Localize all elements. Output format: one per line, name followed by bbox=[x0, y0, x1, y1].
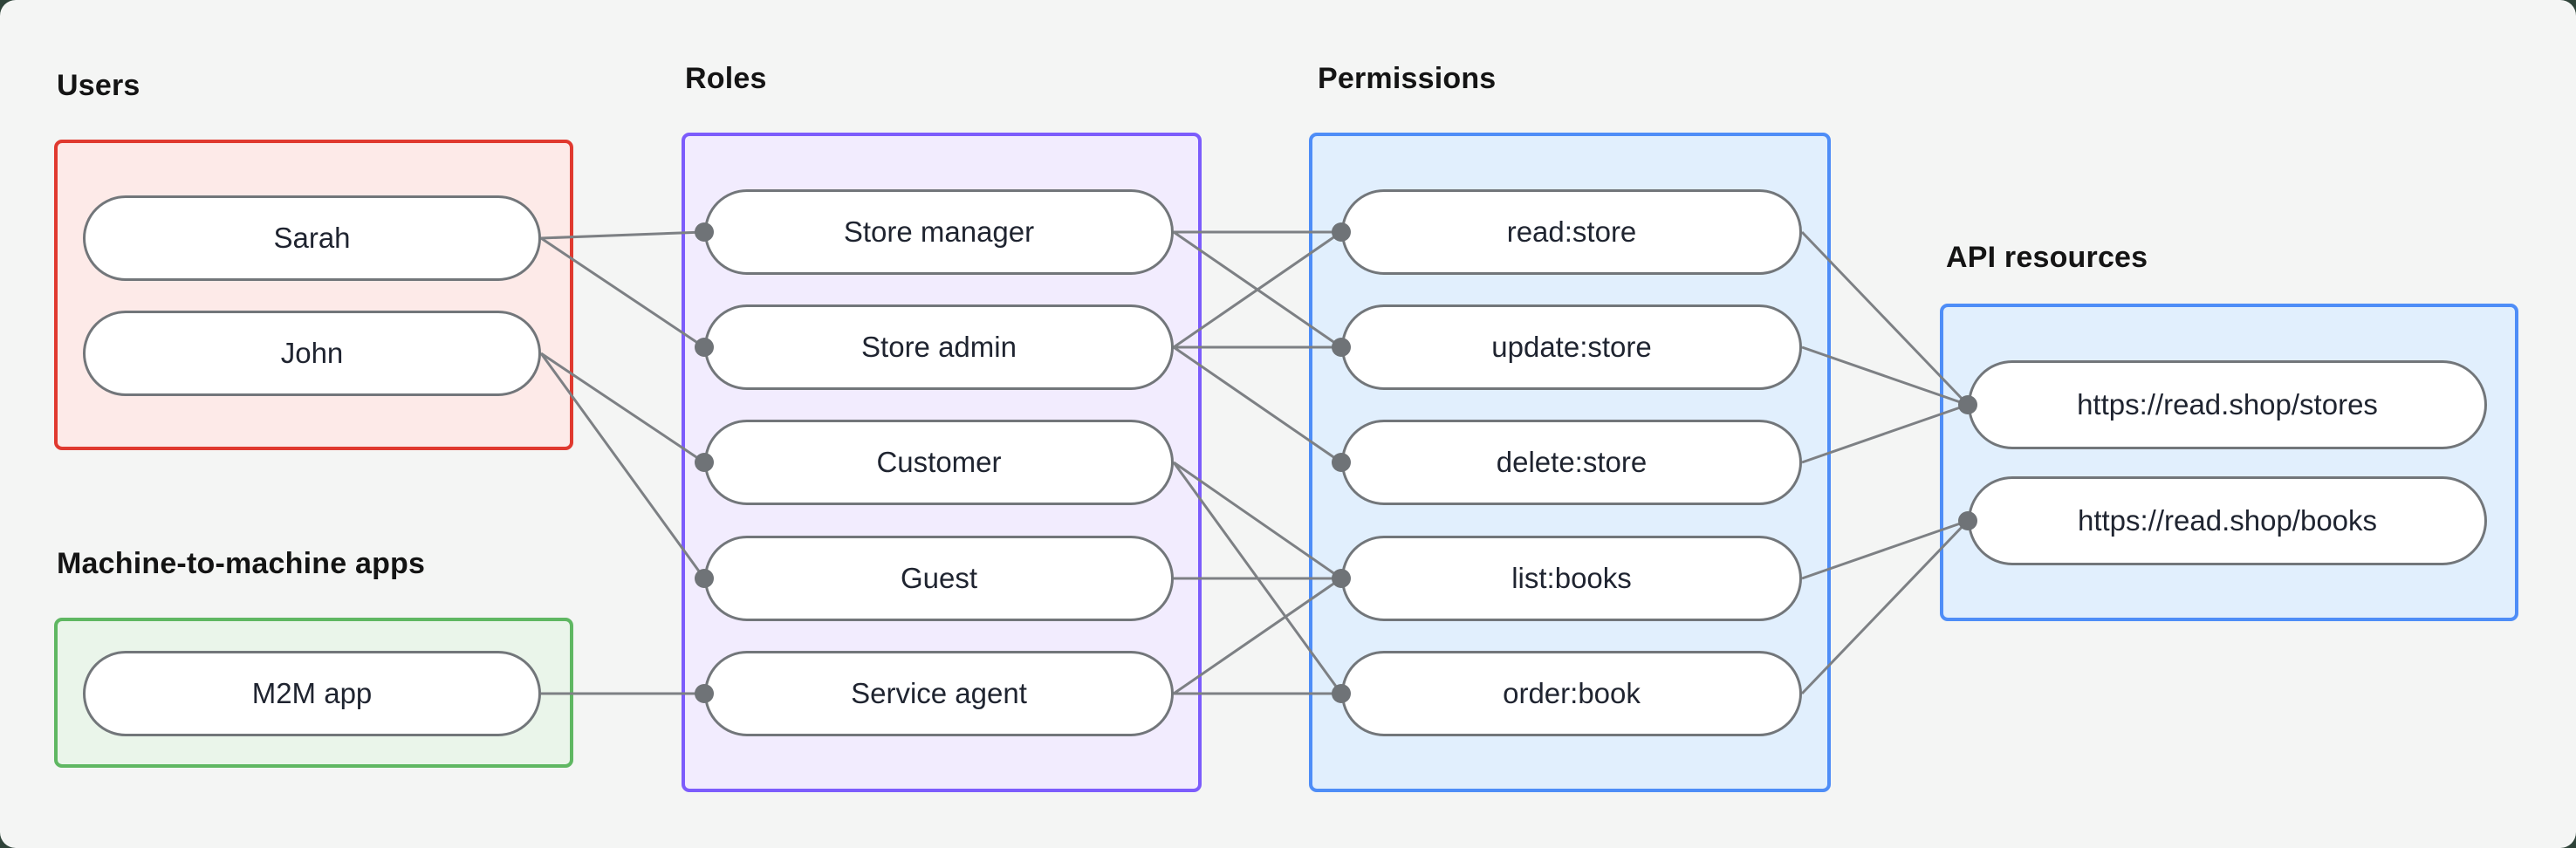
edge-john-to-guest bbox=[539, 352, 706, 579]
users-group-box bbox=[54, 140, 573, 450]
dot-read-store bbox=[1332, 222, 1351, 242]
node-books-api: https://read.shop/books bbox=[1968, 476, 2487, 565]
dot-order-book bbox=[1332, 684, 1351, 703]
node-store-manager: Store manager bbox=[704, 189, 1174, 275]
users-group-label: Users bbox=[57, 69, 140, 102]
node-stores-api: https://read.shop/stores bbox=[1968, 360, 2487, 449]
edge-list-books-to-books-api bbox=[1801, 519, 1969, 580]
dot-delete-store bbox=[1332, 453, 1351, 472]
edge-sarah-to-store-manager bbox=[540, 230, 705, 240]
node-customer: Customer bbox=[704, 420, 1174, 505]
node-read-store: read:store bbox=[1341, 189, 1802, 275]
dot-update-store bbox=[1332, 338, 1351, 357]
edge-sarah-to-store-admin bbox=[540, 236, 705, 349]
node-order-book: order:book bbox=[1341, 651, 1802, 736]
roles-group-label: Roles bbox=[685, 62, 767, 95]
m2m-group-label: Machine-to-machine apps bbox=[57, 547, 426, 580]
node-john: John bbox=[83, 311, 541, 396]
node-m2m-app: M2M app bbox=[83, 651, 541, 736]
dot-guest bbox=[695, 569, 714, 588]
api-group-label: API resources bbox=[1946, 241, 2148, 274]
node-store-admin: Store admin bbox=[704, 304, 1174, 390]
dot-service-agent bbox=[695, 684, 714, 703]
node-service-agent: Service agent bbox=[704, 651, 1174, 736]
edge-delete-store-to-stores-api bbox=[1801, 403, 1969, 464]
node-update-store: update:store bbox=[1341, 304, 1802, 390]
edge-customer-to-list-books bbox=[1173, 461, 1342, 580]
dot-list-books bbox=[1332, 569, 1351, 588]
dot-books-api bbox=[1958, 511, 1977, 530]
edge-order-book-to-books-api bbox=[1800, 519, 1970, 695]
node-list-books: list:books bbox=[1341, 536, 1802, 621]
permissions-group-label: Permissions bbox=[1318, 62, 1497, 95]
edge-read-store-to-stores-api bbox=[1800, 230, 1970, 407]
edge-update-store-to-stores-api bbox=[1801, 345, 1969, 407]
dot-store-admin bbox=[695, 338, 714, 357]
edge-store-admin-to-delete-store bbox=[1173, 345, 1342, 464]
node-guest: Guest bbox=[704, 536, 1174, 621]
node-sarah: Sarah bbox=[83, 195, 541, 281]
dot-store-manager bbox=[695, 222, 714, 242]
api-group-box bbox=[1940, 304, 2518, 621]
edge-john-to-customer bbox=[540, 352, 705, 464]
node-delete-store: delete:store bbox=[1341, 420, 1802, 505]
dot-stores-api bbox=[1958, 395, 1977, 414]
edge-service-agent-to-list-books bbox=[1173, 577, 1342, 695]
edge-store-admin-to-read-store bbox=[1173, 230, 1342, 349]
dot-customer bbox=[695, 453, 714, 472]
